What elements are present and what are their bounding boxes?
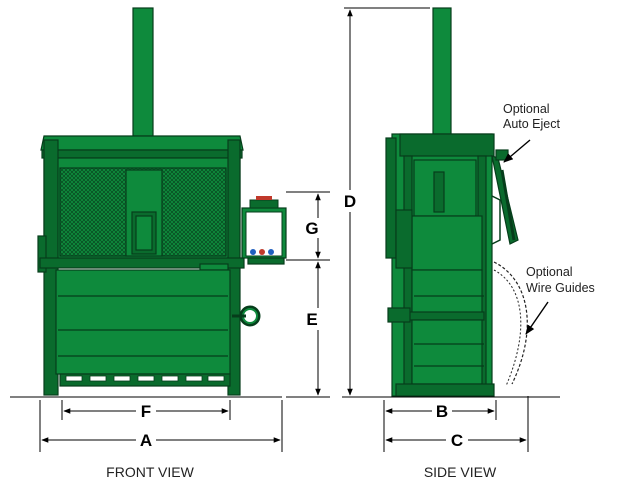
callout-wire-guides-line2: Wire Guides	[526, 281, 595, 295]
dim-label-b: B	[436, 402, 448, 421]
callout-auto-eject-line2: Auto Eject	[503, 117, 561, 131]
dim-label-e: E	[306, 310, 317, 329]
dim-label-c: C	[451, 431, 463, 450]
dim-label-d: D	[344, 192, 356, 211]
front-view-label: FRONT VIEW	[106, 464, 194, 480]
callout-auto-eject-line1: Optional	[503, 102, 550, 116]
side-view-machine	[385, 7, 528, 397]
dimension-lines	[39, 7, 529, 452]
front-view-machine	[37, 7, 287, 396]
dim-label-a: A	[140, 431, 152, 450]
callout-wire-guides-line1: Optional	[526, 265, 573, 279]
side-view-label: SIDE VIEW	[424, 464, 497, 480]
dim-label-f: F	[141, 402, 151, 421]
dim-label-g: G	[305, 219, 318, 238]
